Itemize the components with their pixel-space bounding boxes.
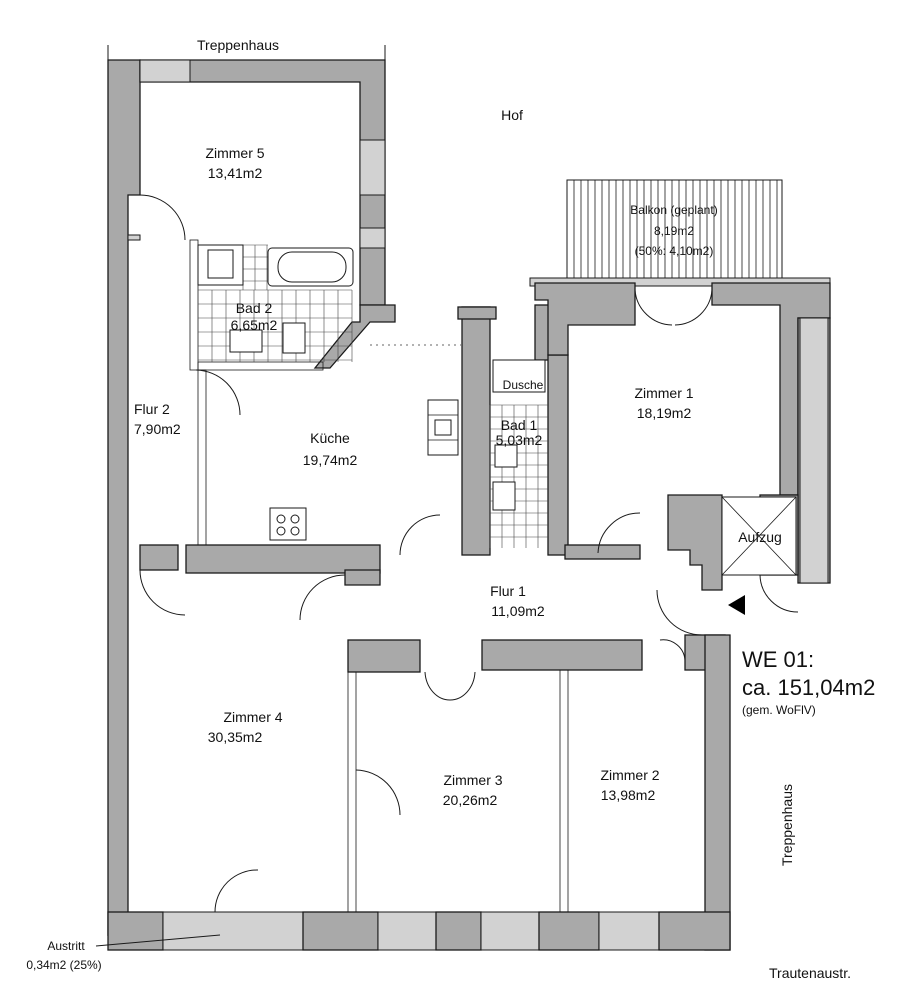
balcony-name: Balkon (geplant) [630,203,717,217]
bad2-name: Bad 2 [236,300,273,316]
elevator [721,496,797,576]
balcony [529,179,831,287]
entrance-marker [728,595,745,615]
bad1-tiles [489,404,548,548]
courtyard-label: Hof [501,107,523,123]
stair-top-label: Treppenhaus [197,37,279,53]
zimmer1-name: Zimmer 1 [634,385,693,401]
exit-name: Austritt [47,939,85,953]
kueche-area: 19,74m2 [303,452,358,468]
kitchen-fixtures [269,344,462,541]
zimmer5-area: 13,41m2 [208,165,263,181]
balcony-area: 8,19m2 [654,224,694,238]
unit-title: WE 01: [742,647,814,672]
flur1-area: 11,09m2 [491,603,545,619]
zimmer4-name: Zimmer 4 [223,709,282,725]
bad1-name: Bad 1 [501,417,538,433]
flur1-name: Flur 1 [490,583,526,599]
unit-method: (gem. WoFlV) [742,703,816,717]
zimmer1-area: 18,19m2 [637,405,692,421]
kueche-name: Küche [310,430,350,446]
zimmer4-area: 30,35m2 [208,729,263,745]
bad2-area: 6,65m2 [231,317,278,333]
exit-area: 0,34m2 (25%) [26,958,101,972]
bad2-fixtures [197,244,354,354]
door-swings [139,194,799,913]
unit-total: ca. 151,04m2 [742,675,875,700]
zimmer3-area: 20,26m2 [443,792,498,808]
flur2-area: 7,90m2 [134,421,181,437]
street-label: Trautenaustr. [769,965,851,981]
shower-label: Dusche [503,378,544,392]
exit-leader [95,934,221,947]
walls [107,45,831,951]
elevator-label: Aufzug [738,529,782,545]
zimmer5-name: Zimmer 5 [205,145,264,161]
zimmer2-name: Zimmer 2 [600,767,659,783]
flur2-name: Flur 2 [134,401,170,417]
bad1-area: 5,03m2 [496,432,543,448]
zimmer3-name: Zimmer 3 [443,772,502,788]
bad1-fixtures [492,359,546,511]
zimmer2-area: 13,98m2 [601,787,656,803]
balcony-note: (50%: 4,10m2) [635,244,714,258]
stair-right-label: Treppenhaus [779,784,795,866]
